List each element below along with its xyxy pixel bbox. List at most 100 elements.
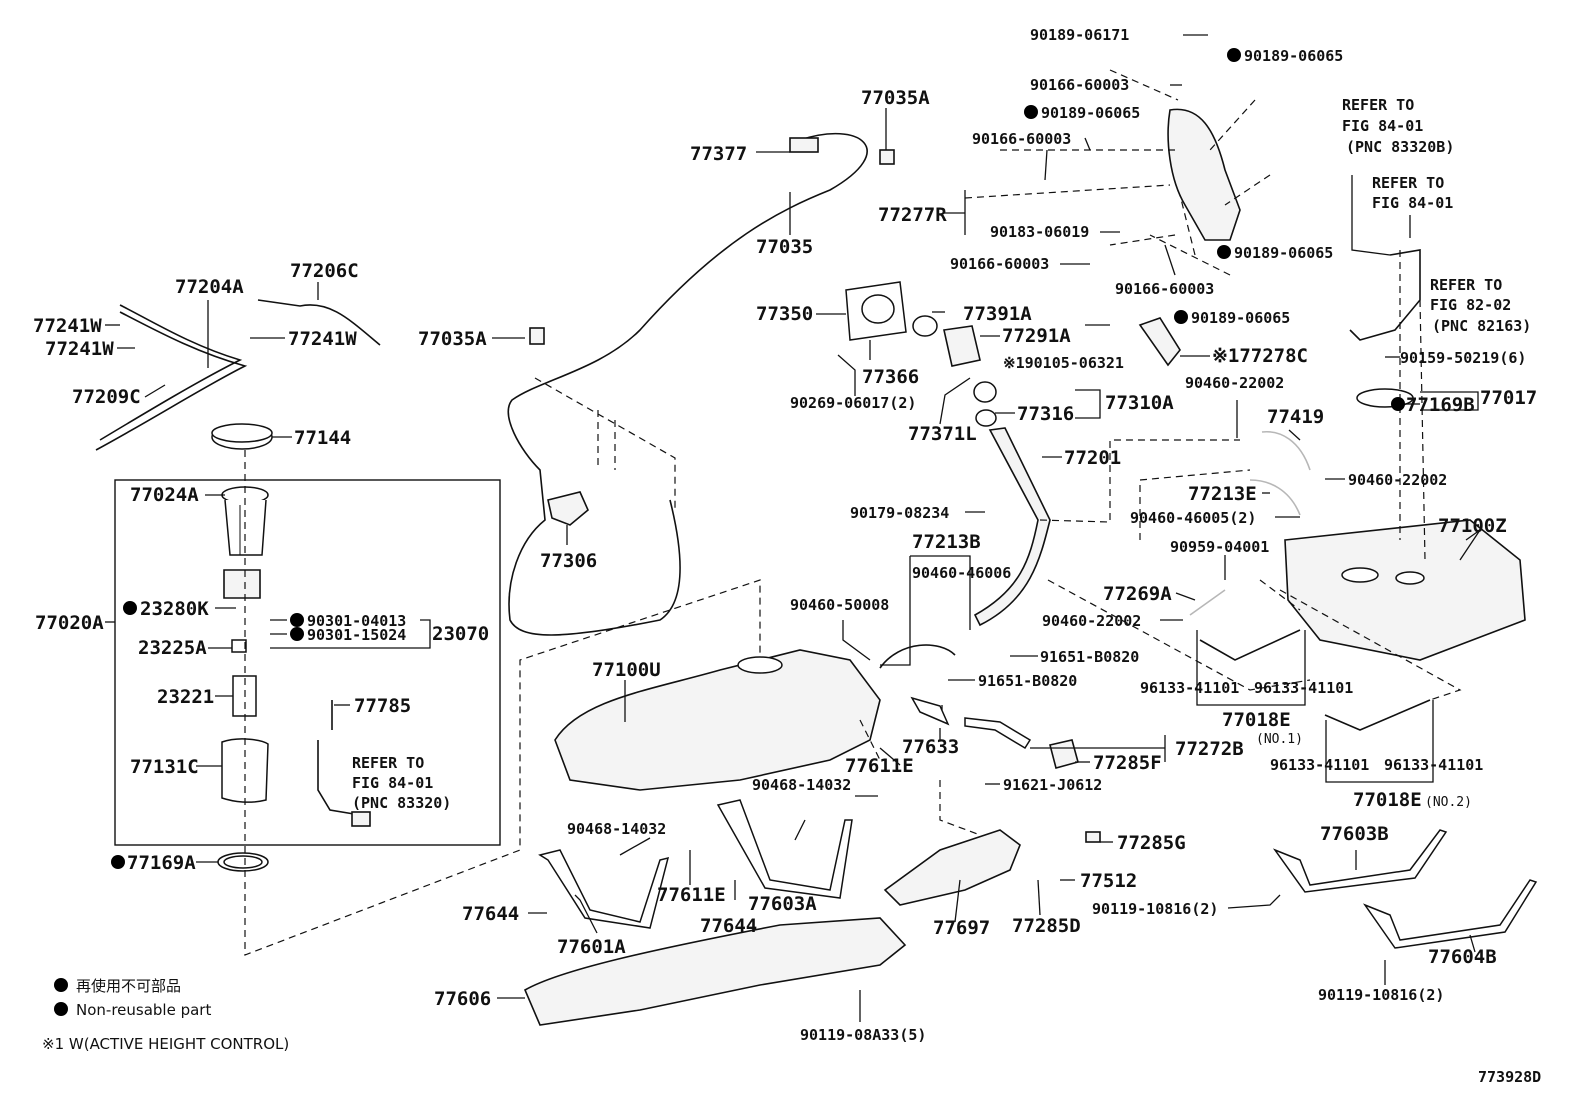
label-90119-08A33: 90119-08A33(5) xyxy=(800,1026,926,1044)
fuel-tank-77100U xyxy=(554,649,881,791)
label-77604B: 77604B xyxy=(1428,946,1497,968)
label-91651-B0820: 91651-B0820 xyxy=(978,672,1077,690)
label-77241W: 77241W xyxy=(33,315,102,337)
label-91651-B0820: 91651-B0820 xyxy=(1040,648,1139,666)
non-reusable-marker xyxy=(54,978,68,992)
legend-en-text: Non-reusable part xyxy=(76,1001,211,1019)
non-reusable-marker xyxy=(290,613,304,627)
label-77100U: 77100U xyxy=(592,659,661,681)
label-77017: 77017 xyxy=(1480,387,1537,409)
canister-77306 xyxy=(547,491,589,526)
label-77366: 77366 xyxy=(862,366,919,388)
band-77601A xyxy=(538,849,670,929)
label-77316: 77316 xyxy=(1017,403,1074,425)
label-77785: 77785 xyxy=(354,695,411,717)
refer-fig-text: FIG 84-01 xyxy=(352,774,433,792)
non-reusable-marker xyxy=(290,627,304,641)
clip-77285G xyxy=(1085,831,1101,843)
label-96133-41101: 96133-41101 xyxy=(1384,756,1483,774)
label-77285D: 77285D xyxy=(1012,915,1081,937)
label-90166-60003: 90166-60003 xyxy=(1115,280,1214,298)
label-77512: 77512 xyxy=(1080,870,1137,892)
fuel-pump-assembly-box xyxy=(114,479,501,846)
pump-sleeve-77131C xyxy=(221,738,269,803)
hose-77213E xyxy=(1249,479,1301,516)
part-drawings xyxy=(95,69,1538,1026)
refer-pnc-text: (PNC 83320) xyxy=(352,794,451,812)
heat-protector-77277R xyxy=(1167,108,1241,241)
label-90468-14032: 90468-14032 xyxy=(567,820,666,838)
label-77206C: 77206C xyxy=(290,260,359,282)
non-reusable-marker xyxy=(111,855,125,869)
label-77209C: 77209C xyxy=(72,386,141,408)
part-labels: 90189-06171 90189-06065 90166-60003 9018… xyxy=(33,26,1537,1044)
label-77644: 77644 xyxy=(462,903,519,925)
hose-77206C xyxy=(257,299,381,346)
leader-lines xyxy=(105,34,1481,1022)
label-96133-41101: 96133-41101 xyxy=(1254,679,1353,697)
non-reusable-marker xyxy=(1217,245,1231,259)
label-90159-50219: 90159-50219(6) xyxy=(1400,349,1526,367)
label-77035A: 77035A xyxy=(861,87,930,109)
non-reusable-marker xyxy=(123,601,137,615)
label-90119-10816: 90119-10816(2) xyxy=(1318,986,1444,1004)
label-77644: 77644 xyxy=(700,915,757,937)
label-77131C: 77131C xyxy=(130,756,199,778)
band-77603B xyxy=(1272,829,1448,893)
label-77269A: 77269A xyxy=(1103,583,1172,605)
label-77018E: 77018E xyxy=(1222,709,1291,731)
label-77278C: ※177278C xyxy=(1212,345,1308,367)
label-77697: 77697 xyxy=(933,917,990,939)
figure-id: 773928D xyxy=(1478,1068,1541,1086)
label-90189-06171: 90189-06171 xyxy=(1030,26,1129,44)
label-190105-06321: ※190105-06321 xyxy=(1003,354,1124,372)
label-77310A: 77310A xyxy=(1105,392,1174,414)
label-77611E: 77611E xyxy=(845,755,914,777)
label-77241W: 77241W xyxy=(288,328,357,350)
label-90119-10816: 90119-10816(2) xyxy=(1092,900,1218,918)
label-90179-08234: 90179-08234 xyxy=(850,504,949,522)
label-90460-46005: 90460-46005(2) xyxy=(1130,509,1256,527)
label-77377: 77377 xyxy=(690,143,747,165)
refer-to-text: REFER TO xyxy=(352,754,424,772)
sender-gauge-77785 xyxy=(317,700,361,816)
clamp-77285F xyxy=(1049,739,1079,769)
refer-to-text: REFER TO xyxy=(1372,174,1444,192)
label-77169B: 77169B xyxy=(1406,394,1475,416)
non-reusable-marker xyxy=(1174,310,1188,324)
label-77213B: 77213B xyxy=(912,531,981,553)
pipe-77018E-no1 xyxy=(1199,629,1301,661)
refer-pnc-text: (PNC 82163) xyxy=(1432,317,1531,335)
label-77603B: 77603B xyxy=(1320,823,1389,845)
label-23221: 23221 xyxy=(157,686,214,708)
cap-77291A xyxy=(943,325,981,367)
hose-77419 xyxy=(1261,430,1311,471)
bracket-77272B xyxy=(964,717,1032,750)
label-77169A: 77169A xyxy=(127,852,196,874)
non-reusable-marker xyxy=(1391,397,1405,411)
fuel-tank-77100Z xyxy=(1284,519,1526,661)
label-77018E: 77018E xyxy=(1353,789,1422,811)
label-90189-06065: 90189-06065 xyxy=(1191,309,1290,327)
label-23280K: 23280K xyxy=(140,598,209,620)
label-77020A: 77020A xyxy=(35,612,104,634)
label-90959-04001: 90959-04001 xyxy=(1170,538,1269,556)
refer-fig-text: FIG 84-01 xyxy=(1342,117,1423,135)
label-77024A: 77024A xyxy=(130,484,199,506)
label-23070: 23070 xyxy=(432,623,489,645)
label-77204A: 77204A xyxy=(175,276,244,298)
label-77035A: 77035A xyxy=(418,328,487,350)
non-reusable-marker xyxy=(54,1002,68,1016)
band-77604B xyxy=(1362,879,1538,949)
label-90189-06065: 90189-06065 xyxy=(1244,47,1343,65)
label-77241W: 77241W xyxy=(45,338,114,360)
pipe-77018E-no2 xyxy=(1324,699,1431,731)
label-90301-15024: 90301-15024 xyxy=(307,626,406,644)
hose-77204A xyxy=(99,304,243,441)
hose-77269A xyxy=(1189,589,1226,616)
label-90460-22002: 90460-22002 xyxy=(1042,612,1141,630)
band-77603A xyxy=(716,799,853,899)
tank-protector-77606 xyxy=(523,917,907,1026)
sender-unit-77017 xyxy=(1349,249,1421,341)
